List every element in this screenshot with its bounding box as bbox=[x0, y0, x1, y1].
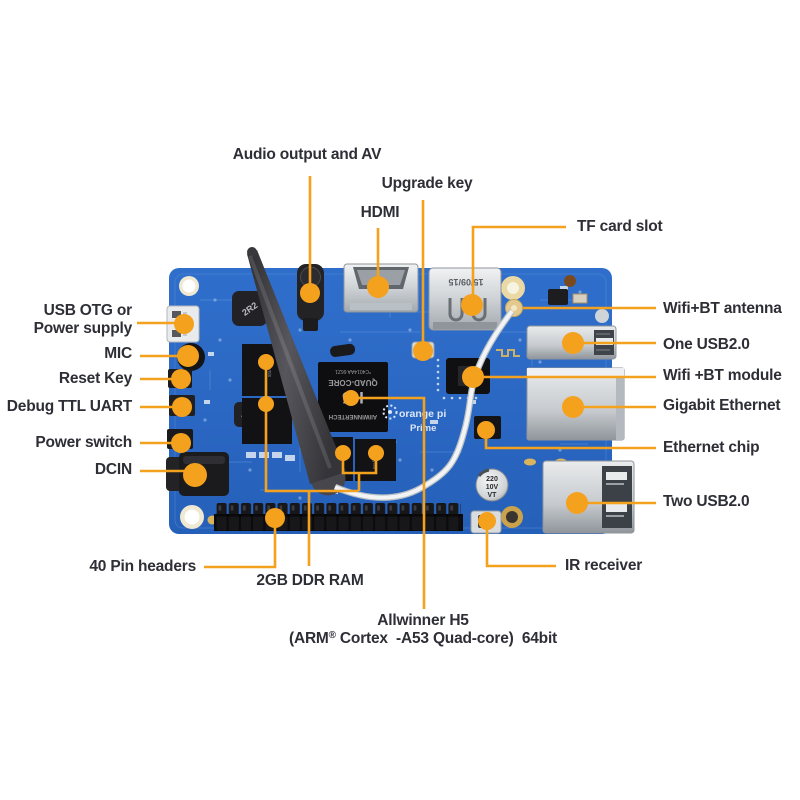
gpio-header bbox=[214, 503, 463, 531]
callout-label-power-switch: Power switch bbox=[35, 434, 132, 451]
antenna-cable bbox=[333, 309, 515, 501]
callout-label-wifi-module: Wifi +BT module bbox=[663, 367, 782, 384]
dot-tf bbox=[461, 294, 483, 316]
dot-gigabit bbox=[562, 396, 584, 418]
soc-label-line2: (ARM® Cortex -A53 Quad-core) 64bit bbox=[289, 630, 557, 648]
callout-label-40pin: 40 Pin headers bbox=[89, 558, 196, 575]
callout-label-mic: MIC bbox=[104, 345, 132, 362]
soc-marking-sub: QUAD-CORE bbox=[328, 378, 378, 387]
soc-marking-brand: AllWINNERTECH bbox=[329, 413, 377, 419]
dot-upgrade bbox=[413, 341, 433, 361]
dot-power-switch bbox=[171, 433, 191, 453]
callout-label-ddr-ram: 2GB DDR RAM bbox=[256, 572, 364, 589]
leader-ir bbox=[485, 528, 556, 568]
cap-marking-1: 220 bbox=[486, 476, 498, 483]
leader-lines bbox=[137, 176, 656, 609]
leader-tf bbox=[471, 225, 566, 296]
dot-usb-otg bbox=[174, 314, 194, 334]
soc-label-arm: (ARM bbox=[288, 629, 329, 647]
dot-ram-4 bbox=[368, 445, 384, 461]
callout-label-wifi-antenna: Wifi+BT antenna bbox=[663, 300, 782, 317]
callout-label-tf-card: TF card slot bbox=[577, 218, 663, 235]
callout-label-ethernet-chip: Ethernet chip bbox=[663, 439, 760, 456]
tf-sticker-text: 15/09/15 bbox=[448, 277, 483, 287]
callout-label-reset: Reset Key bbox=[58, 370, 132, 387]
dot-dcin bbox=[183, 463, 207, 487]
callout-label-upgrade-key: Upgrade key bbox=[381, 175, 473, 192]
dot-ir bbox=[478, 512, 496, 530]
leader-ethernet-chip bbox=[484, 437, 656, 450]
callout-label-ir: IR receiver bbox=[565, 557, 643, 574]
callout-dots bbox=[171, 276, 588, 530]
dot-ram-2 bbox=[258, 396, 274, 412]
dot-one-usb bbox=[562, 332, 584, 354]
cylinder-component bbox=[330, 343, 356, 357]
dot-uart bbox=[172, 397, 192, 417]
dot-ram-1 bbox=[258, 354, 274, 370]
dot-ram-3 bbox=[335, 445, 351, 461]
soc-marking-code: *C4014AA 66Z1 bbox=[335, 368, 371, 374]
capacitor: 220 10V VT bbox=[475, 468, 509, 502]
brand-silkscreen: orange pi bbox=[399, 408, 446, 420]
callout-label-usb-otg: USB OTG or Power supply bbox=[33, 302, 133, 338]
usb-otg-line1: USB OTG or bbox=[43, 302, 133, 319]
soc-label-line1: Allwinner H5 bbox=[377, 612, 469, 629]
dot-soc bbox=[343, 390, 359, 406]
cap-marking-2: 10V bbox=[486, 484, 499, 491]
dot-audio bbox=[300, 283, 320, 303]
callout-label-two-usb: Two USB2.0 bbox=[663, 493, 750, 510]
dot-reset bbox=[171, 369, 191, 389]
leader-ram bbox=[264, 369, 378, 566]
callout-label-gigabit: Gigabit Ethernet bbox=[663, 397, 781, 414]
sot-chip bbox=[548, 289, 568, 305]
inductor-2r2-a: 2R2 bbox=[232, 291, 267, 326]
dual-usb-port bbox=[542, 460, 635, 534]
dot-wifi-module bbox=[462, 366, 484, 388]
dot-mic bbox=[177, 345, 199, 367]
callout-label-dcin: DCIN bbox=[94, 461, 132, 478]
usb-otg-line2: Power supply bbox=[33, 319, 133, 337]
dot-ethernet-chip bbox=[477, 421, 495, 439]
callout-label-one-usb: One USB2.0 bbox=[663, 336, 750, 353]
callout-label-audio: Audio output and AV bbox=[232, 146, 382, 163]
callout-label-soc: Allwinner H5 (ARM® Cortex -A53 Quad-core… bbox=[289, 612, 557, 648]
dot-40pin bbox=[265, 508, 285, 528]
smd-resistor bbox=[572, 293, 588, 304]
mounting-holes bbox=[179, 275, 609, 529]
callout-label-uart: Debug TTL UART bbox=[6, 398, 132, 415]
callout-label-hdmi: HDMI bbox=[360, 204, 400, 221]
registered-mark: ® bbox=[328, 629, 336, 641]
dot-two-usb bbox=[566, 492, 588, 514]
soc-label-cortex: Cortex -A53 Quad-core) 64bit bbox=[335, 629, 558, 647]
dot-hdmi bbox=[367, 276, 389, 298]
leader-soc bbox=[357, 396, 426, 609]
cap-marking-3: VT bbox=[488, 492, 498, 499]
leader-40pin bbox=[204, 526, 277, 569]
